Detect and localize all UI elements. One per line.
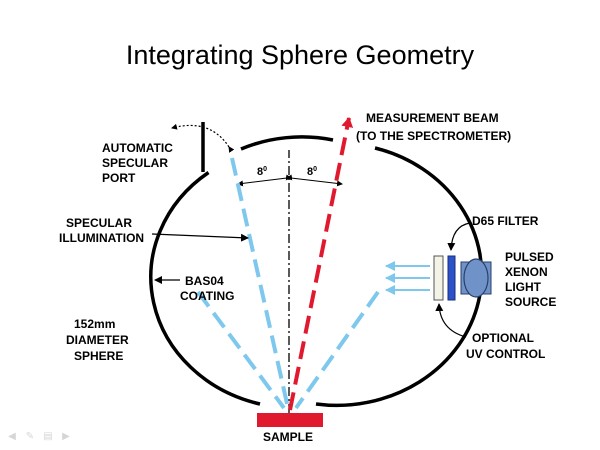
auto-port-label-1: AUTOMATIC [102,141,173,155]
coating-label-2: COATING [180,289,234,303]
sphere-wall-left [149,171,261,406]
d65-filter-plate [447,255,456,301]
port-motion-arrow [171,123,235,153]
side-illumination-left [196,290,286,410]
sample-label: SAMPLE [263,430,313,444]
d65-filter-label: D65 FILTER [472,214,539,228]
measurement-beam-label-1: MEASUREMENT BEAM [366,111,499,125]
sphere-label-1: 152mm [74,317,115,331]
measurement-beam-label-2: (TO THE SPECTROMETER) [356,129,511,143]
arrow-right-icon[interactable]: ▶ [62,431,70,442]
pen-icon[interactable]: ✎ [25,431,35,442]
slide-navigation: ◀ ✎ ▤ ▶ [6,432,72,442]
sphere-label-3: SPHERE [74,349,123,363]
coating-label-1: BAS04 [185,274,224,288]
specular-label-2: ILLUMINATION [59,231,144,245]
source-label-2: XENON [505,265,548,279]
optional-label-1: OPTIONAL [472,331,534,345]
specular-illumination-beam [230,157,290,409]
source-label-1: PULSED [505,250,554,264]
arrow-left-icon[interactable]: ◀ [8,431,16,442]
uv-leader [435,303,467,338]
measurement-beam [288,117,354,411]
auto-port-label-2: SPECULAR [102,156,168,170]
angle-arrow-right [285,174,343,187]
specular-label-1: SPECULAR [66,216,132,230]
side-illumination-right [294,290,380,410]
angle-left-label: 80 [257,166,267,178]
angle-right-label: 80 [307,166,317,178]
sphere-wall-top [240,135,334,151]
lamp-bulb [463,258,489,298]
uv-control-plate [433,255,444,301]
source-label-3: LIGHT [505,280,542,294]
menu-icon[interactable]: ▤ [43,431,53,442]
sphere-wall-right [315,146,484,408]
angle-arrow-left [237,174,293,187]
sample-block [257,413,323,427]
source-label-4: SOURCE [505,295,556,309]
optional-label-2: UV CONTROL [466,347,545,361]
d65-leader [447,222,471,251]
auto-port-label-3: PORT [102,171,136,185]
slide-title: Integrating Sphere Geometry [125,40,475,70]
sphere-label-2: DIAMETER [66,333,129,347]
specular-leader [151,233,249,242]
